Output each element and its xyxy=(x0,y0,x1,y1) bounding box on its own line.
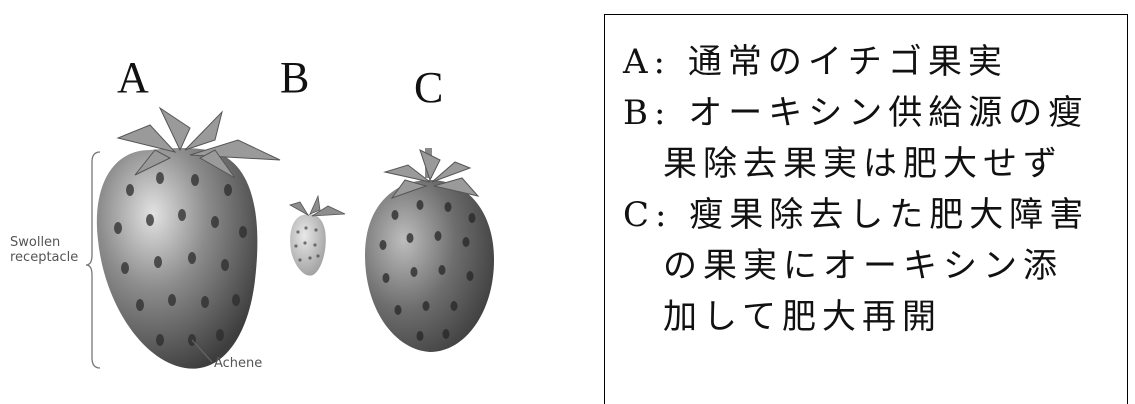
label-c: C xyxy=(414,63,444,112)
fruit-c xyxy=(365,148,494,352)
legend-line-c1: C: 瘦果除去した肥大障害 xyxy=(623,195,1090,235)
achene-label: Achene xyxy=(214,356,263,371)
swollen-receptacle-label: Swollen receptacle xyxy=(10,235,79,265)
fruit-b xyxy=(288,194,346,276)
legend-line-b2: 果除去果実は肥大せず xyxy=(663,144,1063,184)
label-b: B xyxy=(280,53,310,102)
receptacle-bracket xyxy=(85,151,101,369)
strawberry-figure: A B C Swollen receptacle Achene xyxy=(10,53,494,371)
strawberry-illustration xyxy=(85,106,494,369)
legend-line-a: A: 通常のイチゴ果実 xyxy=(623,42,1008,82)
achene-leader-line xyxy=(191,339,213,363)
label-a: A xyxy=(117,53,149,102)
legend-line-b1: B: オーキシン供給源の瘦 xyxy=(623,93,1089,133)
fruit-a xyxy=(96,106,281,369)
legend-textbox: A: 通常のイチゴ果実 B: オーキシン供給源の瘦 果除去果実は肥大せず C: … xyxy=(604,14,1128,404)
legend-line-c2: の果実にオーキシン添 xyxy=(663,246,1063,286)
legend-line-c3: 加して肥大再開 xyxy=(663,297,942,337)
